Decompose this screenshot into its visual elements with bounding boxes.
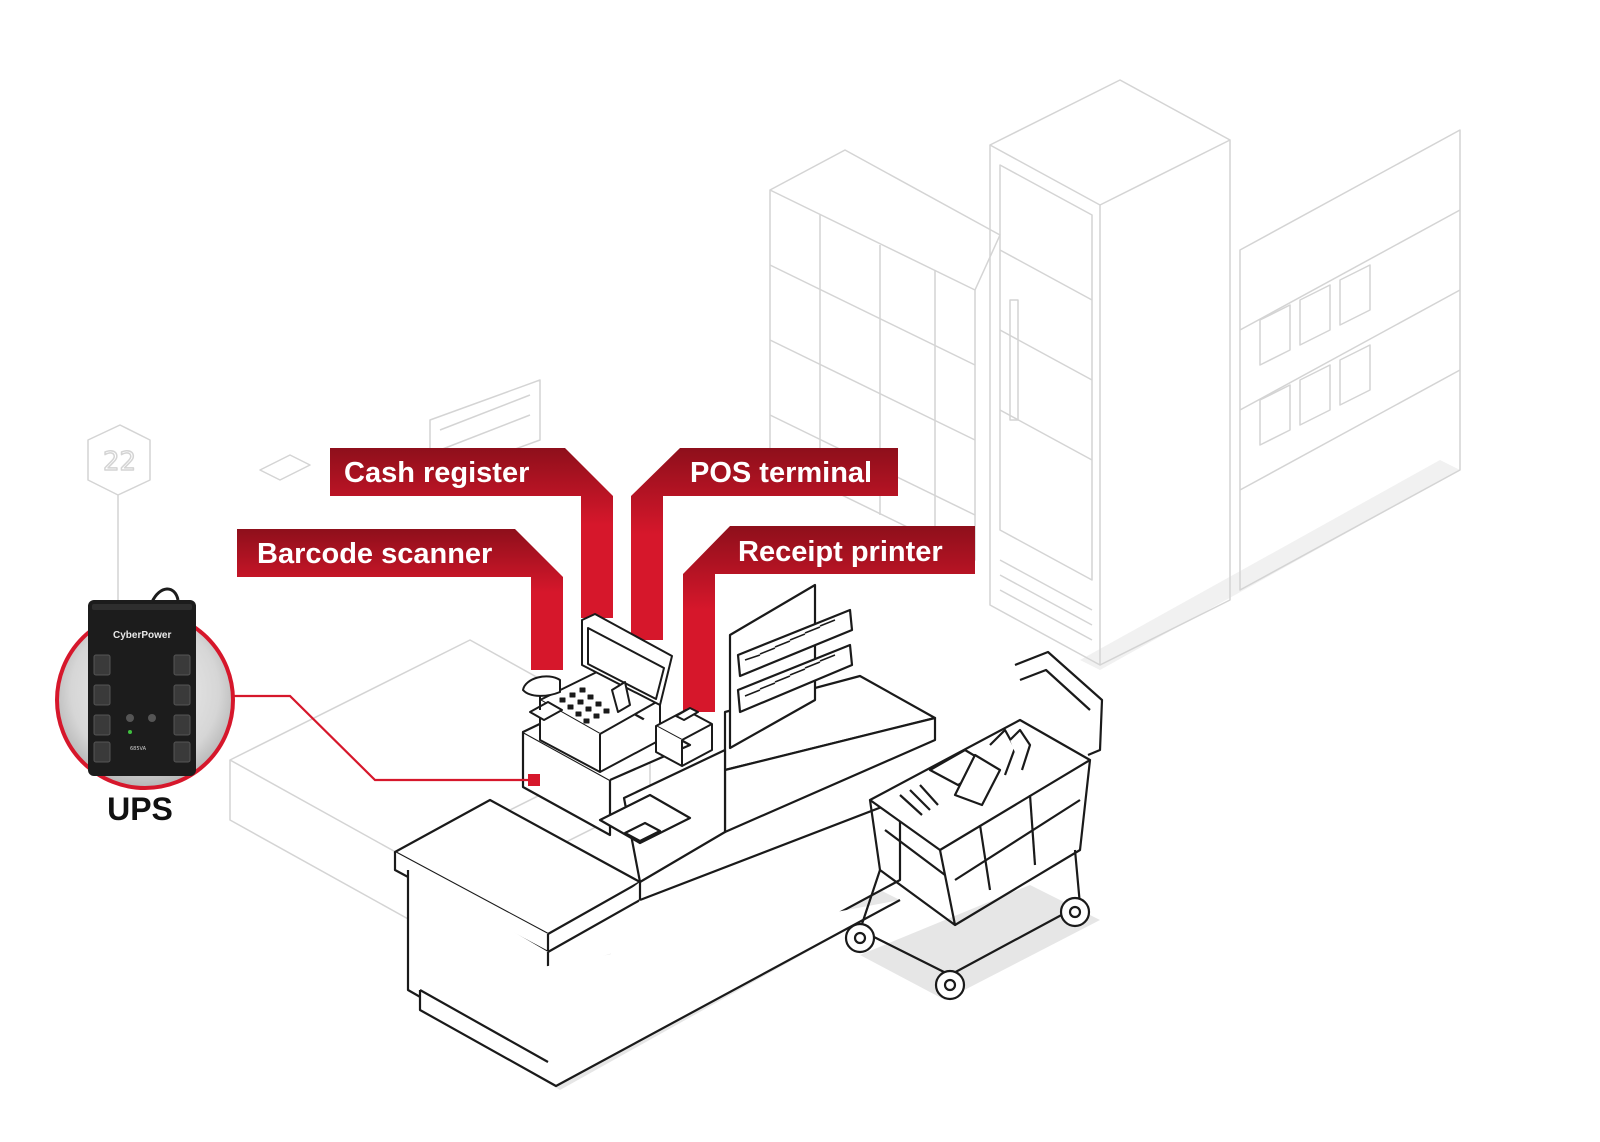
ups-brand: CyberPower: [113, 630, 171, 641]
barcode-scanner-device: [522, 675, 563, 721]
pos-terminal-ribbon: [631, 448, 898, 640]
ups-label: UPS: [107, 791, 173, 827]
receipt-printer-ribbon: [683, 526, 975, 712]
background-store: 22: [87, 79, 1461, 921]
receipt-printer-label: Receipt printer: [738, 536, 943, 568]
ups-connector-dot: [528, 774, 540, 786]
background-shelving-right: [1239, 129, 1461, 591]
receipt-printer-device: [655, 707, 713, 767]
cash-register-label: Cash register: [344, 457, 529, 489]
ups-connector-line: [230, 694, 534, 782]
cash-register-ribbon: [330, 448, 613, 618]
callout-labels: Cash register POS terminal Barcode scann…: [257, 457, 943, 570]
barcode-scanner-ribbon: [237, 529, 563, 670]
callout-ribbons: [237, 448, 975, 712]
background-refrigerator: [989, 79, 1231, 666]
background-shelving-left: [769, 149, 1001, 561]
ups-device-icon: CyberPower 685VA: [88, 587, 196, 776]
pos-devices: [522, 613, 713, 773]
shopping-cart-icon: [844, 650, 1104, 1001]
ups-model: 685VA: [130, 746, 147, 752]
checkout-counter-icon: [393, 583, 937, 1090]
pos-terminal-label: POS terminal: [690, 457, 872, 489]
barcode-scanner-label: Barcode scanner: [257, 538, 492, 570]
cart-wheel: [934, 969, 966, 1001]
aisle-number: 22: [103, 447, 136, 477]
pos-terminal-device: [581, 613, 673, 713]
cart-wheel: [844, 922, 876, 954]
ups-callout: CyberPower 685VA UPS: [55, 587, 540, 827]
cart-wheel: [1059, 896, 1091, 928]
